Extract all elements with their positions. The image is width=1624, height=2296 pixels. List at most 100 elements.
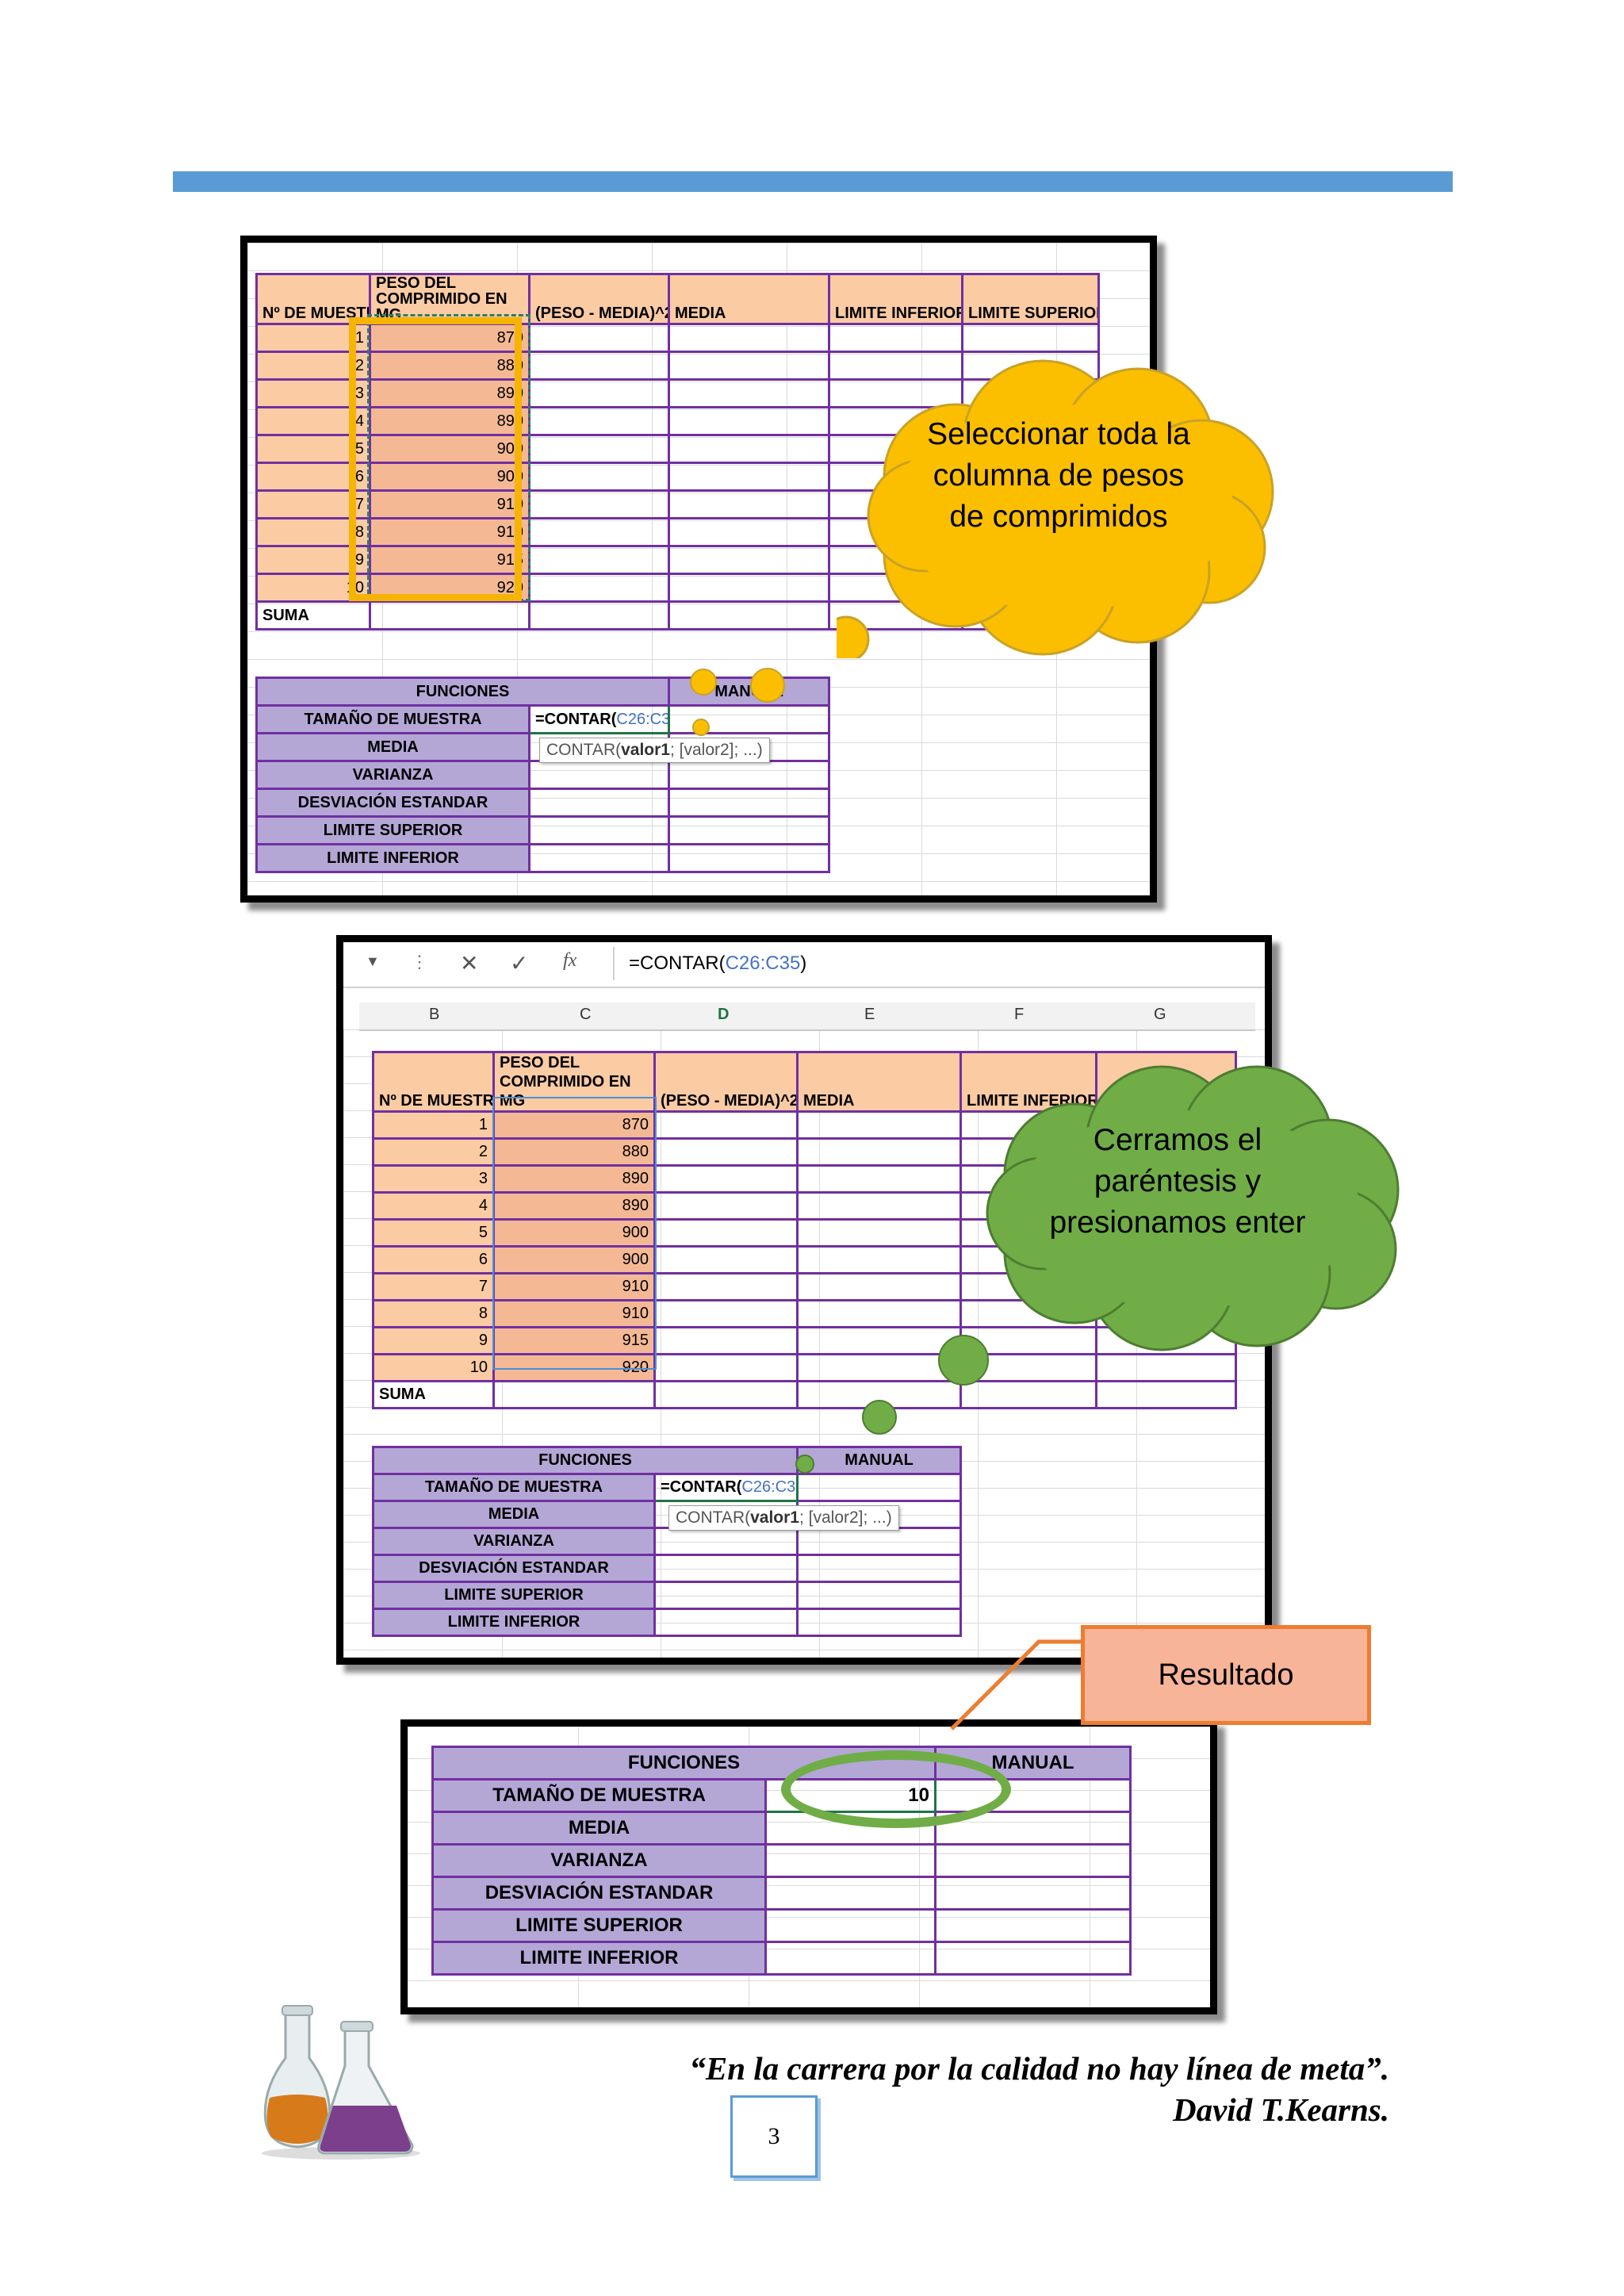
page-number: 3	[730, 2095, 818, 2178]
formula-bar: ▼ ⋮ ✕ ✓ fx =CONTAR(C26:C35)	[343, 942, 1265, 988]
selection-marquee	[492, 1097, 657, 1370]
sample-weight[interactable]: 920	[492, 1353, 656, 1382]
sample-number[interactable]: 8	[372, 1299, 495, 1328]
callout-connector	[950, 1639, 1082, 1731]
column-header[interactable]: F	[1014, 1006, 1025, 1023]
sample-weight[interactable]: 910	[369, 517, 530, 547]
sample-weight[interactable]: 870	[492, 1110, 656, 1140]
quote: “En la carrera por la calidad no hay lín…	[689, 2048, 1389, 2130]
suma-label: SUMA	[372, 1380, 495, 1409]
header-accent-bar	[173, 171, 1453, 192]
header-media: MEDIA	[668, 273, 830, 325]
cancel-icon[interactable]: ✕	[460, 951, 479, 976]
callout-resultado: Resultado	[1081, 1625, 1371, 1725]
row-label: TAMAÑO DE MUESTRA	[431, 1778, 767, 1813]
sample-weight[interactable]: 870	[369, 323, 530, 353]
thought-dot	[690, 669, 717, 696]
suma-label: SUMA	[255, 600, 371, 631]
row-label: LIMITE SUPERIOR	[431, 1908, 767, 1943]
row-label: LIMITE INFERIOR	[255, 843, 530, 873]
sample-number[interactable]: 4	[372, 1191, 495, 1221]
row-label: TAMAÑO DE MUESTRA	[255, 704, 530, 734]
sample-weight[interactable]: 900	[369, 434, 530, 464]
sample-number[interactable]: 9	[372, 1326, 495, 1355]
thought-dot	[750, 668, 785, 703]
cloud-text-yellow: Seleccionar toda la columna de pesos de …	[927, 417, 1190, 534]
column-header[interactable]: B	[429, 1006, 440, 1023]
result-highlight-ellipse	[781, 1750, 1011, 1828]
cloud-text-green: Cerramos el paréntesis y presionamos ent…	[1049, 1123, 1306, 1240]
formula-cell[interactable]: =CONTAR(C26:C35	[527, 704, 671, 734]
lab-flasks-icon	[262, 2005, 420, 2160]
row-label: VARIANZA	[431, 1843, 767, 1878]
thought-dot	[795, 1455, 814, 1474]
functions-header: FUNCIONES	[371, 1446, 799, 1475]
sample-weight[interactable]: 900	[492, 1245, 656, 1274]
more-icon: ⋮	[411, 952, 428, 972]
function-icon[interactable]: fx	[563, 950, 577, 971]
column-headers: B C D E F G	[359, 1002, 1255, 1031]
row-label: LIMITE INFERIOR	[372, 1608, 656, 1637]
row-label: MEDIA	[372, 1500, 656, 1529]
manual-header: MANUAL	[796, 1446, 963, 1475]
sample-weight[interactable]: 910	[492, 1299, 656, 1328]
sample-number[interactable]: 5	[372, 1218, 495, 1248]
sample-weight[interactable]: 910	[492, 1272, 656, 1301]
header-media: MEDIA	[796, 1051, 962, 1113]
column-header[interactable]: G	[1154, 1006, 1166, 1023]
row-label: VARIANZA	[372, 1527, 656, 1556]
sample-weight[interactable]: 915	[492, 1326, 656, 1355]
row-label: MEDIA	[431, 1811, 767, 1846]
sample-number[interactable]: 7	[372, 1272, 495, 1301]
header-limite-inferior: LIMITE INFERIOR	[828, 273, 963, 325]
thought-cloud-yellow	[837, 359, 1274, 658]
row-label: TAMAÑO DE MUESTRA	[372, 1473, 656, 1502]
row-label: LIMITE INFERIOR	[431, 1941, 767, 1976]
column-header[interactable]: E	[864, 1006, 875, 1023]
function-tooltip: CONTAR(valor1; [valor2]; ...)	[668, 1505, 899, 1531]
column-header[interactable]: D	[718, 1006, 730, 1023]
sample-number[interactable]: 10	[372, 1353, 495, 1382]
sample-number[interactable]: 2	[372, 1137, 495, 1167]
row-label: LIMITE SUPERIOR	[255, 815, 530, 845]
thought-cloud-green	[986, 1065, 1400, 1351]
sample-weight[interactable]: 890	[492, 1191, 656, 1221]
quote-author: David T.Kearns.	[1173, 2091, 1389, 2128]
formula-input[interactable]: =CONTAR(C26:C35)	[613, 947, 1257, 980]
header-peso-media: (PESO - MEDIA)^2	[653, 1051, 799, 1113]
column-header[interactable]: C	[580, 1006, 592, 1023]
sample-weight[interactable]: 880	[369, 351, 530, 381]
sample-number[interactable]: 6	[372, 1245, 495, 1274]
row-label: LIMITE SUPERIOR	[372, 1581, 656, 1610]
header-limite-inferior: LIMITE INFERIOR	[959, 1051, 1097, 1113]
header-n-muestra: Nº DE MUESTRA	[372, 1051, 495, 1113]
functions-header: FUNCIONES	[255, 677, 671, 707]
function-tooltip: CONTAR(valor1; [valor2]; ...)	[539, 738, 770, 763]
quote-text: “En la carrera por la calidad no hay lín…	[689, 2050, 1389, 2087]
header-peso: PESO DEL COMPRIMIDO EN MG	[492, 1051, 656, 1113]
highlight-box	[349, 317, 522, 601]
screenshot-select-column: Nº DE MUESTRA PESO DEL COMPRIMIDO EN MG …	[240, 236, 1157, 903]
row-label: VARIANZA	[255, 760, 530, 790]
header-peso-media: (PESO - MEDIA)^2	[528, 273, 670, 325]
thought-dot	[862, 1400, 897, 1435]
enter-icon[interactable]: ✓	[510, 951, 529, 976]
thought-dot	[692, 719, 710, 736]
name-box-dropdown-icon[interactable]: ▼	[366, 953, 380, 969]
sample-weight[interactable]: 890	[492, 1164, 656, 1194]
sample-number[interactable]: 1	[372, 1110, 495, 1140]
row-label: DESVIACIÓN ESTANDAR	[372, 1554, 656, 1583]
header-n-muestra: Nº DE MUESTRA	[255, 273, 371, 325]
sample-weight[interactable]: 880	[492, 1137, 656, 1167]
row-label: MEDIA	[255, 732, 530, 762]
sample-number[interactable]: 5	[255, 434, 371, 464]
sample-weight[interactable]: 900	[492, 1218, 656, 1248]
sample-number[interactable]: 3	[372, 1164, 495, 1194]
header-limite-superior: LIMITE SUPERIOR	[961, 273, 1100, 325]
thought-dot	[938, 1335, 989, 1386]
row-label: DESVIACIÓN ESTANDAR	[431, 1876, 767, 1911]
formula-cell[interactable]: =CONTAR(C26:C35)	[653, 1473, 799, 1502]
